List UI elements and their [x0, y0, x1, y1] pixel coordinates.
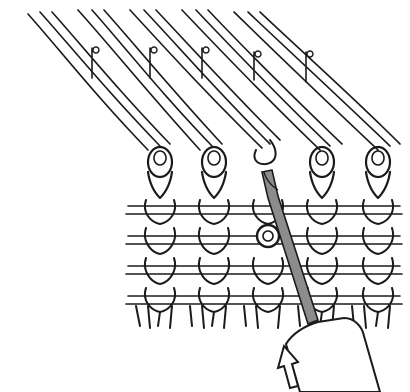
- picked-up-stitch: [257, 225, 279, 247]
- needle-loop-2: [202, 147, 226, 198]
- machine-needle-1: [28, 12, 170, 150]
- machine-needle-5: [234, 12, 400, 150]
- needle-loop-5: [366, 147, 390, 198]
- knitted-fabric: [126, 200, 402, 328]
- needle-loop-1: [148, 147, 172, 198]
- needle-loop-4: [310, 147, 334, 198]
- machine-needle-4: [182, 10, 342, 150]
